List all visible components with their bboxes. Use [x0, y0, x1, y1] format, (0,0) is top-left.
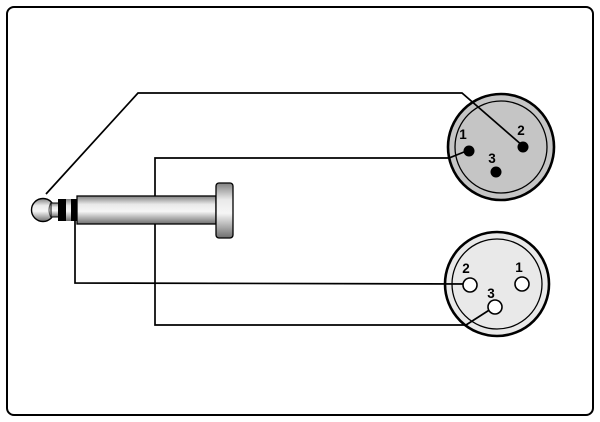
xlr-male-pin1-label: 1: [459, 127, 467, 142]
xlr-female-pin2: [462, 277, 478, 293]
xlr-female-pins: 2 1 3: [462, 260, 530, 315]
diagram-border: [6, 6, 594, 416]
xlr-female-pin1-label: 1: [515, 260, 523, 275]
xlr-male-pin2-label: 2: [517, 123, 525, 138]
xlr-male-pin2: [517, 141, 529, 153]
jack-neck: [50, 202, 60, 218]
wire-ring-to-female-pin2: [74, 221, 471, 285]
xlr-female-pin1: [514, 276, 530, 292]
jack-ring-contact: [66, 199, 71, 221]
xlr-female-pin3-label: 3: [487, 286, 495, 301]
xlr-male-pin3: [490, 166, 502, 178]
xlr-male-pins: 1 2 3: [459, 123, 529, 178]
jack-insulator-band: [58, 199, 66, 221]
xlr-female-connector: [443, 230, 551, 338]
xlr-female-pin3: [487, 299, 503, 315]
xlr-male-pin3-label: 3: [488, 151, 496, 166]
jack-flange: [215, 182, 234, 239]
jack-insulator-band-2: [71, 199, 77, 221]
xlr-male-inner-ring: [454, 100, 548, 194]
xlr-male-pin1: [463, 145, 475, 157]
xlr-female-pin2-label: 2: [462, 261, 470, 276]
xlr-male-connector: [446, 92, 556, 202]
stereo-jack-plug: [30, 182, 234, 239]
wire-sleeve-to-male-pin1-and-female-pin3: [154, 149, 495, 326]
jack-sleeve-shaft: [76, 195, 217, 225]
wire-tip-to-male-pin2: [45, 92, 524, 195]
jack-tip-groove: [48, 201, 52, 219]
